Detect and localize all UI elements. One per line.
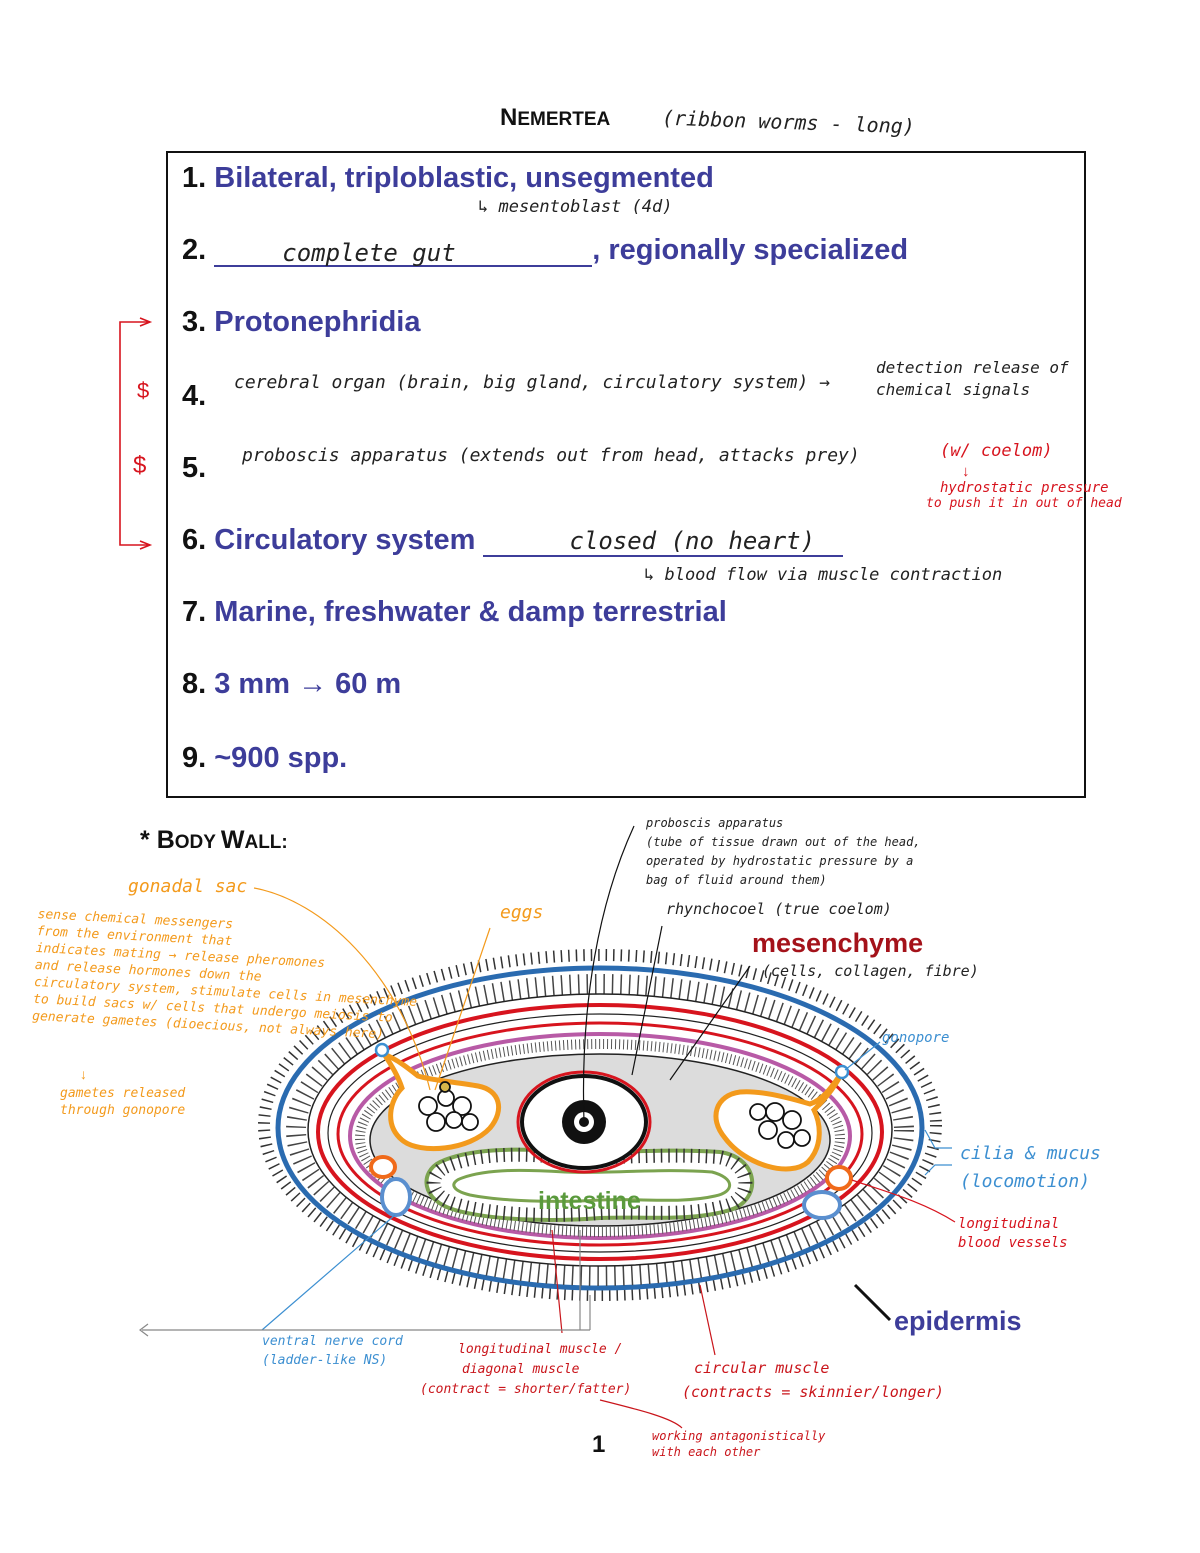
right-nerve-cord [802,1190,842,1220]
section-heading: * BODY WALL: [140,826,288,854]
item-4-note3: chemical signals [876,380,1031,399]
right-blood-vessel [825,1165,853,1191]
rhynchocoel-label: rhynchocoel (true coelom) [666,900,892,918]
blood-vessels-label: longitudinal blood vessels [958,1216,1068,1251]
item-5-red-note2: hydrostatic pressure [940,480,1109,496]
gametes-note: gametes released through gonopore [60,1086,186,1118]
left-blood-vessel [369,1155,397,1179]
item-1: 1. Bilateral, triploblastic, unsegmented [182,162,714,194]
item-5-red-arrow: ↓ [962,463,970,480]
intestine-lumen [452,1168,732,1203]
gonadal-note: sense chemical messengers from the envir… [31,906,418,1043]
item-2-blank: complete gut [282,239,456,267]
mesenchyme-note: (cells, collagen, fibre) [762,962,979,980]
mesenchyme-label: mesenchyme [752,928,924,958]
margin-bracket [119,321,150,546]
item-6-blank: closed (no heart) [569,527,816,555]
item-7: 7. Marine, freshwater & damp terrestrial [182,596,727,628]
leader-lines [139,825,956,1429]
epidermis-cells [286,974,914,1286]
antagonistic-note: working antagonistically with each other [652,1429,826,1459]
cilia-label: cilia & mucus (locomotion) [960,1143,1101,1192]
margin-mark-2: $ [133,452,147,479]
page-number: 1 [592,1431,606,1458]
eggs-label: eggs [500,902,544,923]
circular-muscle-label: circular muscle (contracts = skinnier/lo… [682,1359,944,1401]
item-3: 3. Protonephridia [182,306,421,338]
item-8: 8. 3 mm → 60 m [182,668,402,700]
intestine-label: intestine [538,1187,641,1215]
item-5-note: proboscis apparatus (extends out from he… [242,445,860,466]
longitudinal-muscle-label: longitudinal muscle / diagonal muscle (c… [420,1342,632,1397]
left-gonopore [374,1042,390,1058]
item-4: 4. [182,380,207,412]
item-4-note: cerebral organ (brain, big gland, circul… [234,372,831,393]
item-5: 5. [182,452,207,484]
item-9: 9. ~900 spp. [182,742,348,774]
gonopore-label: gonopore [882,1030,950,1046]
item-6: 6. Circulatory system closed (no heart) [182,524,844,557]
page-title: NEMERTEA [500,104,611,131]
item-2: 2. complete gut, regionally specialized [182,234,909,267]
margin-mark-1: $ [137,378,150,403]
item-1-note: ↳ mesentoblast (4d) [478,197,673,217]
right-gonopore [834,1064,850,1080]
cilia [258,949,942,1301]
item-6-note: ↳ blood flow via muscle contraction [644,565,1003,585]
left-eggs [418,1081,479,1132]
summary-box [166,151,1086,798]
left-nerve-cord [380,1177,412,1217]
gonadal-sac-label: gonadal sac [128,876,248,897]
item-5-red-note: (w/ coelom) [940,441,1053,461]
item-5-red-note3: to push it in out of head [926,496,1122,511]
bracket-arrowheads [139,317,153,550]
epidermis-label: epidermis [894,1306,1022,1336]
ventral-nerve-label: ventral nerve cord (ladder-like NS) [262,1334,403,1368]
gametes-arrow: ↓ [80,1066,87,1082]
right-eggs [749,1102,811,1149]
proboscis-label: proboscis apparatus (tube of tissue draw… [646,816,921,887]
item-4-note2: detection release of [876,358,1069,377]
